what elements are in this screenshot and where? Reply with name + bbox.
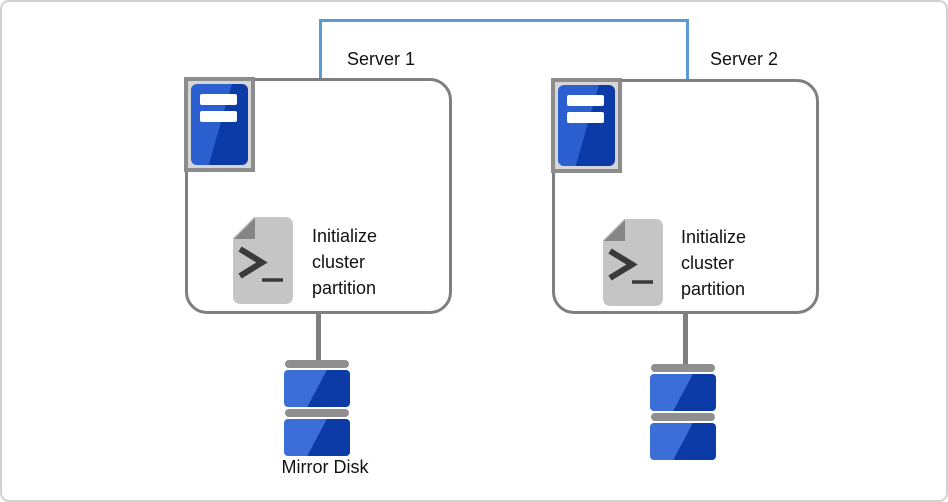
server2-computer-icon	[551, 78, 622, 173]
disk-platter	[650, 423, 716, 460]
computer-slot-icon	[200, 94, 237, 105]
mirror-disk-label: Mirror Disk	[281, 457, 369, 477]
server2-disk-link	[683, 311, 688, 366]
server-interconnect-line	[319, 19, 689, 81]
server1-computer-icon	[184, 77, 255, 172]
server2-disk-icon	[650, 364, 716, 460]
computer-slot-icon	[200, 111, 237, 122]
disk-bar	[285, 409, 349, 417]
disk-platter	[650, 374, 716, 411]
computer-icon-body	[191, 84, 248, 165]
disk-platter	[284, 370, 350, 407]
disk-bar	[285, 360, 349, 368]
server1-disk-icon	[284, 360, 350, 456]
server2-label: Server 2	[710, 49, 779, 69]
server2-script-icon	[603, 219, 663, 306]
disk-bar	[651, 364, 715, 372]
server2-script-caption: Initialize cluster partition	[681, 227, 747, 299]
disk-bar	[651, 413, 715, 421]
server1-disk-link	[316, 311, 321, 362]
server1-script-caption: Initialize cluster partition	[312, 226, 378, 298]
disk-platter	[284, 419, 350, 456]
server1-label: Server 1	[347, 49, 416, 69]
server1-script-icon	[233, 217, 293, 304]
computer-slot-icon	[567, 95, 604, 106]
computer-slot-icon	[567, 112, 604, 123]
computer-icon-body	[558, 85, 615, 166]
